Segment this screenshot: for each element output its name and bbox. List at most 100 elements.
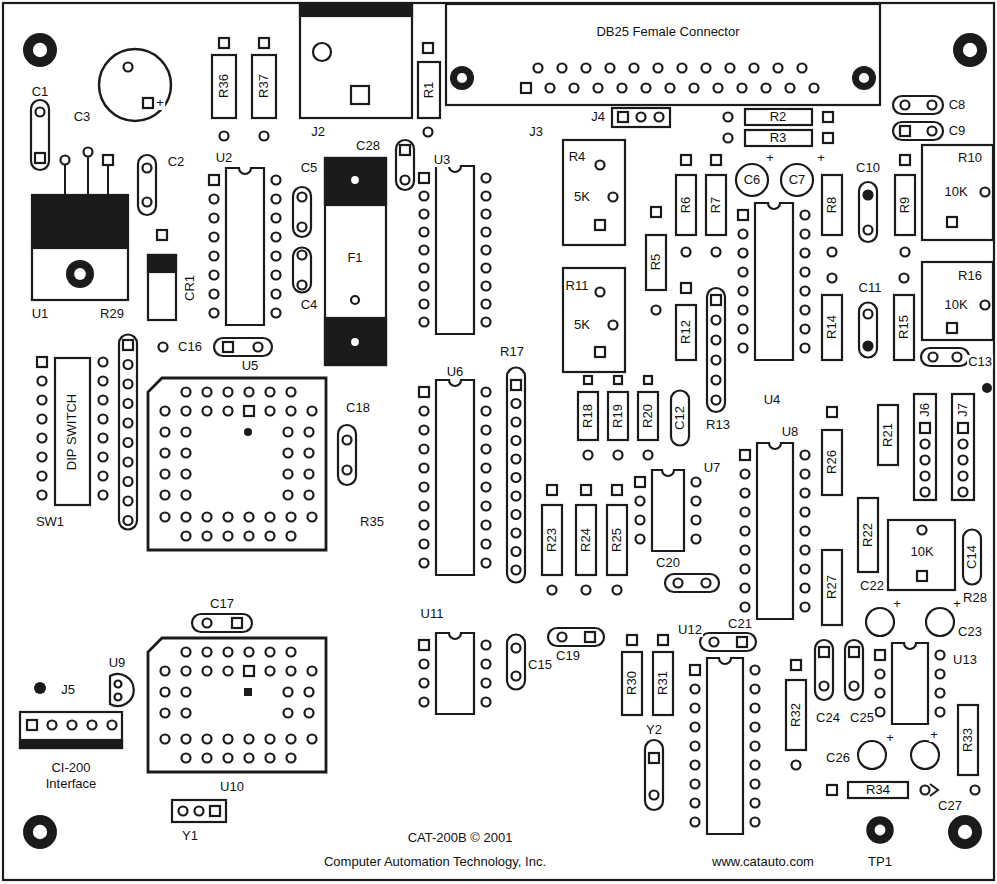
resistor-outline [576, 505, 596, 575]
round-pad [224, 532, 233, 541]
square-pad [419, 640, 429, 650]
round-pad [254, 343, 263, 352]
round-pad [820, 682, 829, 691]
round-pad [420, 282, 429, 291]
round-pad [203, 513, 212, 522]
square-pad [400, 145, 410, 155]
square-pad [875, 650, 885, 660]
round-pad [636, 535, 645, 544]
resistor-outline [607, 505, 627, 575]
round-pad [143, 164, 152, 173]
round-pad [287, 388, 296, 397]
round-pad [224, 513, 233, 522]
mounting-hole [23, 33, 57, 67]
round-pad [741, 546, 750, 555]
part-label: C19 [555, 649, 581, 663]
round-pad [751, 761, 760, 770]
part-label: R1 [422, 81, 436, 100]
resistor-outline [745, 130, 812, 146]
part-label: C6 [743, 173, 762, 187]
round-pad [266, 532, 275, 541]
round-pad [287, 513, 296, 522]
round-pad [182, 470, 191, 479]
square-pad [123, 340, 133, 350]
round-pad [182, 648, 191, 657]
round-pad [751, 666, 760, 675]
round-pad [210, 252, 219, 261]
round-pad [959, 440, 968, 449]
round-pad [420, 192, 429, 201]
round-pad [124, 438, 133, 447]
test-point-ring [867, 817, 893, 843]
square-pad [823, 112, 833, 122]
round-pad [224, 388, 233, 397]
part-label: U3 [433, 153, 452, 167]
part-label: + [929, 728, 939, 742]
round-pad [482, 210, 491, 219]
square-pad [584, 376, 592, 384]
part-label: R35 [359, 515, 385, 529]
part-label: J7 [956, 402, 970, 418]
square-pad [651, 207, 661, 217]
trimpot-outline [922, 262, 993, 340]
round-pad [210, 195, 219, 204]
round-pad [266, 407, 275, 416]
round-pad [801, 508, 810, 517]
part-label: U8 [781, 425, 800, 439]
round-pad [512, 644, 521, 653]
round-pad [272, 233, 281, 242]
round-pad [614, 451, 623, 460]
round-pad [420, 679, 429, 688]
square-pad [103, 155, 113, 165]
round-pad [712, 376, 721, 385]
part-label: R23 [545, 527, 559, 553]
resistor-outline [676, 175, 696, 235]
resistor-outline [848, 782, 908, 798]
round-pad [482, 174, 491, 183]
round-pad [936, 670, 945, 679]
round-pad [124, 399, 133, 408]
round-pad [420, 540, 429, 549]
round-pad [284, 449, 293, 458]
round-pad [792, 761, 801, 770]
round-pad [596, 161, 605, 170]
part-label: Y1 [181, 829, 199, 843]
diode-band [148, 255, 176, 272]
round-pad [305, 449, 314, 458]
part-label: C3 [73, 110, 92, 124]
part-label: DIP SWITCH [65, 393, 79, 471]
part-label: C9 [948, 124, 967, 138]
round-pad [801, 249, 810, 258]
square-pad [791, 660, 801, 670]
square-pad [690, 665, 700, 675]
round-pad [482, 521, 491, 530]
round-pad [953, 353, 962, 362]
round-pad [558, 64, 567, 73]
round-pad [741, 584, 750, 593]
part-label: J5 [60, 683, 76, 697]
round-pad [313, 43, 331, 61]
round-pad [512, 510, 521, 519]
capacitor-outline [293, 187, 311, 237]
part-label: + [765, 151, 775, 165]
ic-outline [226, 168, 264, 325]
round-pad [308, 513, 317, 522]
part-label: R14 [825, 314, 839, 340]
part-label: R21 [881, 422, 895, 448]
mounting-hole-center [875, 825, 886, 836]
round-pad [900, 274, 909, 283]
round-pad [99, 472, 108, 481]
round-pad [143, 198, 152, 207]
round-pad [272, 195, 281, 204]
part-label: CI-200 [50, 761, 91, 775]
part-label: J6 [918, 402, 932, 418]
round-pad [99, 491, 108, 500]
round-pad [287, 667, 296, 676]
round-pad [124, 419, 133, 428]
square-pad [740, 450, 750, 460]
mounting-hole-center [963, 43, 977, 57]
part-label: + [816, 151, 826, 165]
mounting-hole [953, 33, 987, 67]
part-label: + [155, 96, 165, 110]
part-label: R34 [865, 783, 891, 797]
